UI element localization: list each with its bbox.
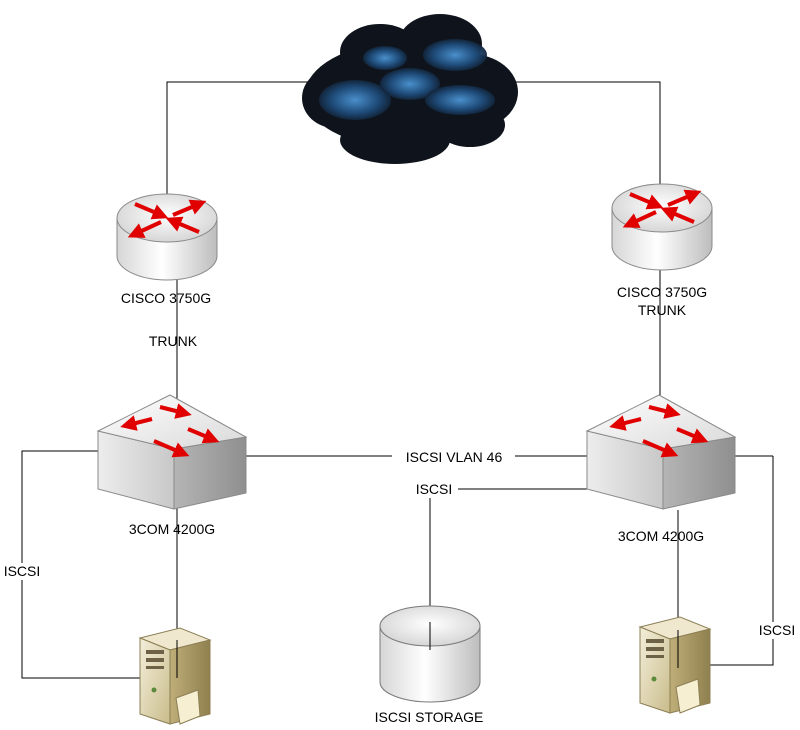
storage-icon (379, 605, 481, 703)
left-switch[interactable] (96, 394, 248, 510)
right-iscsi-label-bg (754, 622, 800, 639)
right-switch-label: 3COM 4200G (618, 528, 704, 544)
storage-iscsi-label-bg (410, 481, 458, 498)
switch-icon (585, 394, 737, 510)
iscsi-storage[interactable] (379, 605, 481, 703)
server-icon (138, 627, 212, 725)
left-switch-label: 3COM 4200G (129, 521, 215, 537)
right-server[interactable] (638, 616, 712, 714)
left-server[interactable] (138, 627, 212, 725)
right-iscsi-label: ISCSI (759, 622, 796, 638)
left-iscsi-label: ISCSI (4, 563, 41, 579)
left-router[interactable] (116, 193, 218, 281)
switch-icon (96, 394, 248, 510)
cloud-to-right-router-link (500, 81, 661, 190)
server-icon (638, 616, 712, 714)
vlan-label: ISCSI VLAN 46 (406, 449, 503, 465)
router-icon (611, 183, 713, 271)
wires (21, 81, 774, 679)
cloud-icon (302, 14, 518, 164)
router-icon (116, 193, 218, 281)
left-trunk-label: TRUNK (149, 333, 198, 349)
storage-iscsi-label: ISCSI (416, 481, 453, 497)
left-router-label: CISCO 3750G (121, 290, 211, 306)
right-trunk-label: TRUNK (638, 302, 687, 318)
storage-label: ISCSI STORAGE (375, 709, 484, 725)
vlan-label-bg (392, 448, 515, 465)
left-iscsi-label-bg (0, 563, 44, 580)
cloud-to-left-router-link (166, 81, 318, 200)
right-switch[interactable] (585, 394, 737, 510)
right-router[interactable] (611, 183, 713, 271)
right-router-label: CISCO 3750G (617, 284, 707, 300)
